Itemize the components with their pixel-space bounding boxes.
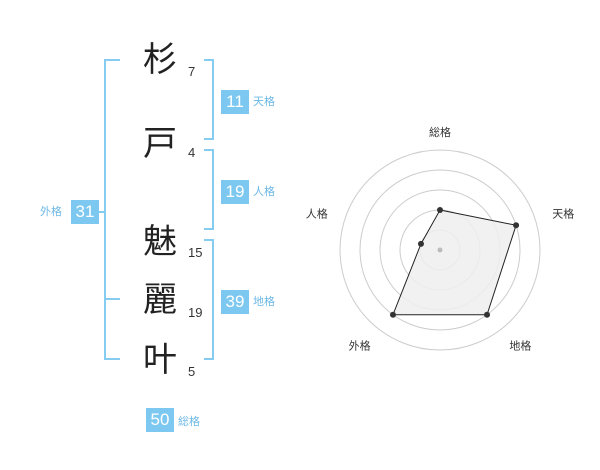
radar-point-1: [437, 207, 443, 213]
radar-axis-label: 人格: [306, 207, 328, 221]
name-char-3: 魅: [143, 222, 177, 262]
radar-point-2: [513, 222, 520, 229]
radar-axis-label: 天格: [552, 207, 574, 221]
radar-axis-label: 地格: [509, 338, 531, 352]
stroke-count-3: 15: [188, 245, 203, 260]
radar-point-3: [484, 311, 491, 318]
name-char-4: 麗: [143, 280, 177, 320]
radar-axis-label: 外格: [349, 338, 371, 352]
radar-ring: [359, 169, 521, 331]
stroke-count-4: 19: [188, 305, 203, 320]
name-char-5: 叶: [143, 340, 177, 380]
stroke-count-5: 5: [188, 364, 196, 379]
stroke-count-1: 7: [188, 64, 196, 79]
radar-area: [392, 209, 517, 316]
radar-axis-label: 総格: [429, 125, 451, 139]
stroke-count-2: 4: [188, 145, 196, 160]
radar-point-5: [417, 240, 424, 247]
name-char-1: 杉: [143, 40, 177, 80]
radar-center: [437, 247, 443, 253]
radar-point-4: [389, 311, 396, 318]
name-char-2: 戸: [143, 124, 177, 164]
radar-ring: [339, 149, 541, 351]
